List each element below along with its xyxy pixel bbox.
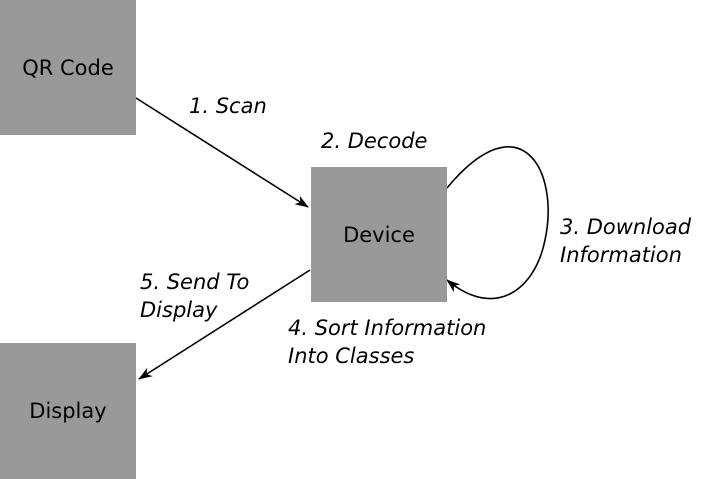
step-sort-line2: Into Classes bbox=[288, 344, 415, 368]
step-send-line2: Display bbox=[140, 298, 218, 322]
step-download-line1: 3. Download bbox=[560, 215, 692, 239]
step-download-line2: Information bbox=[560, 243, 682, 267]
display-label: Display bbox=[29, 399, 107, 423]
device-label: Device bbox=[343, 222, 415, 247]
qr-code-node: QR Code bbox=[0, 0, 136, 135]
step-sort-label: 4. Sort Information Into Classes bbox=[288, 314, 486, 370]
step-send-label: 5. Send To Display bbox=[140, 268, 249, 324]
arrow-send-to-display bbox=[138, 269, 311, 380]
step-scan-label: 1. Scan bbox=[189, 94, 267, 118]
arrow-download-loop bbox=[446, 146, 549, 300]
device-node: Device bbox=[311, 167, 447, 302]
step-decode-label: 2. Decode bbox=[321, 129, 428, 153]
arrow-scan bbox=[135, 97, 309, 208]
display-node: Display bbox=[0, 343, 136, 479]
step-send-line1: 5. Send To bbox=[140, 270, 250, 294]
qr-code-label: QR Code bbox=[22, 55, 114, 80]
step-download-label: 3. Download Information bbox=[560, 213, 691, 269]
step-sort-line1: 4. Sort Information bbox=[288, 316, 487, 340]
